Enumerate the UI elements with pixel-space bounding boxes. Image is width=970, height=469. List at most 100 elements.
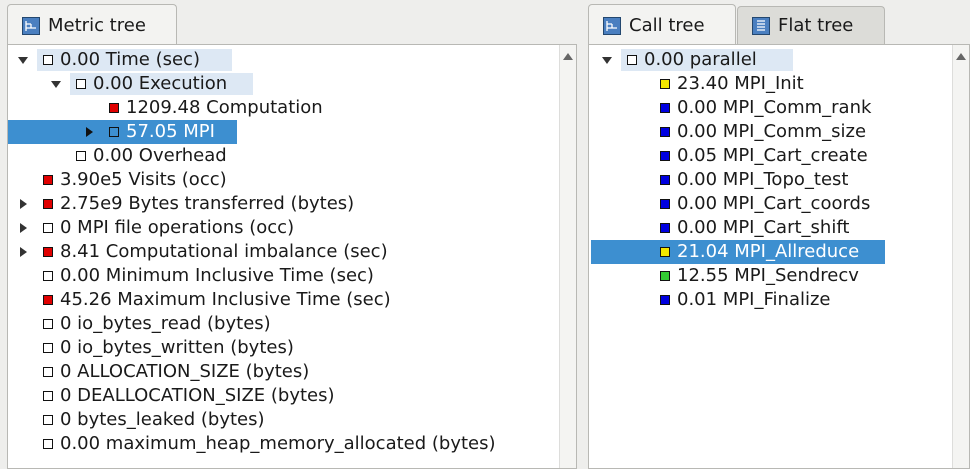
tree-row-label: 0 MPI file operations (occ) xyxy=(60,217,295,238)
hover-highlight xyxy=(37,49,232,71)
left-tree-row[interactable]: 0.00 Execution xyxy=(8,72,560,96)
right-tree-row[interactable]: 21.04 MPI_Allreduce xyxy=(589,240,953,264)
tab-label: Metric tree xyxy=(48,15,146,36)
severity-color-icon xyxy=(660,175,670,185)
expand-arrow-icon[interactable] xyxy=(17,240,29,264)
tree-row-label: 0.00 MPI_Comm_rank xyxy=(677,97,872,118)
tree-row-label: 45.26 Maximum Inclusive Time (sec) xyxy=(60,289,391,310)
call-tree-icon xyxy=(603,16,621,35)
left-tree-row[interactable]: 0 bytes_leaked (bytes) xyxy=(8,408,560,432)
severity-color-icon xyxy=(660,199,670,209)
severity-color-icon xyxy=(76,79,86,89)
tree-row-label: 23.40 MPI_Init xyxy=(677,73,804,94)
severity-color-icon xyxy=(43,391,53,401)
left-tree-row[interactable]: 0 io_bytes_read (bytes) xyxy=(8,312,560,336)
scroll-up-arrow-icon[interactable] xyxy=(563,53,573,60)
tree-row-label: 0.00 MPI_Cart_shift xyxy=(677,217,850,238)
tree-row-label: 0 ALLOCATION_SIZE (bytes) xyxy=(60,361,310,382)
severity-color-icon xyxy=(43,415,53,425)
tree-row-label: 0.00 maximum_heap_memory_allocated (byte… xyxy=(60,433,496,454)
tab-call-tree[interactable]: Call tree xyxy=(588,4,736,46)
right-tree-row[interactable]: 0.00 MPI_Cart_coords xyxy=(589,192,953,216)
left-tree-row[interactable]: 1209.48 Computation xyxy=(8,96,560,120)
severity-color-icon xyxy=(43,367,53,377)
right-tree-row[interactable]: 0.00 MPI_Comm_size xyxy=(589,120,953,144)
left-tree-row[interactable]: 57.05 MPI xyxy=(8,120,560,144)
tree-row-label: 2.75e9 Bytes transferred (bytes) xyxy=(60,193,355,214)
left-tree-row[interactable]: 0.00 Time (sec) xyxy=(8,48,560,72)
severity-color-icon xyxy=(76,151,86,161)
tree-row-label: 0.00 Execution xyxy=(93,73,228,94)
left-tree-row[interactable]: 8.41 Computational imbalance (sec) xyxy=(8,240,560,264)
flat-tree-icon xyxy=(752,16,770,35)
hover-highlight xyxy=(70,73,253,95)
severity-color-icon xyxy=(43,343,53,353)
right-tree-row[interactable]: 0.05 MPI_Cart_create xyxy=(589,144,953,168)
tree-row-label: 0 io_bytes_written (bytes) xyxy=(60,337,294,358)
tree-row-label: 0.00 Minimum Inclusive Time (sec) xyxy=(60,265,374,286)
tree-row-label: 8.41 Computational imbalance (sec) xyxy=(60,241,388,262)
severity-color-icon xyxy=(43,199,53,209)
tree-row-label: 0.05 MPI_Cart_create xyxy=(677,145,868,166)
severity-color-icon xyxy=(109,127,119,137)
left-tree-row[interactable]: 0 DEALLOCATION_SIZE (bytes) xyxy=(8,384,560,408)
tree-row-label: 0.00 MPI_Cart_coords xyxy=(677,193,871,214)
collapse-arrow-icon[interactable] xyxy=(50,72,62,96)
expand-arrow-icon[interactable] xyxy=(17,216,29,240)
expand-arrow-icon[interactable] xyxy=(17,192,29,216)
right-tree-row[interactable]: 23.40 MPI_Init xyxy=(589,72,953,96)
tree-row-label: 0 DEALLOCATION_SIZE (bytes) xyxy=(60,385,335,406)
severity-color-icon xyxy=(627,55,637,65)
tree-row-label: 0.00 MPI_Comm_size xyxy=(677,121,867,142)
right-tree-row[interactable]: 12.55 MPI_Sendrecv xyxy=(589,264,953,288)
tab-metric-tree[interactable]: Metric tree xyxy=(7,4,177,46)
severity-color-icon xyxy=(660,247,670,257)
expand-arrow-icon[interactable] xyxy=(83,120,95,144)
scroll-up-arrow-icon[interactable] xyxy=(956,53,966,60)
collapse-arrow-icon[interactable] xyxy=(17,48,29,72)
tab-flat-tree[interactable]: Flat tree xyxy=(737,6,885,44)
left-tree-row[interactable]: 0 ALLOCATION_SIZE (bytes) xyxy=(8,360,560,384)
tree-row-label: 0.00 parallel xyxy=(644,49,757,70)
call-tree-scrollbar[interactable] xyxy=(952,45,969,468)
severity-color-icon xyxy=(43,319,53,329)
left-tree-row[interactable]: 0 MPI file operations (occ) xyxy=(8,216,560,240)
tree-row-label: 21.04 MPI_Allreduce xyxy=(677,241,860,262)
selection-highlight xyxy=(591,240,885,264)
left-tree-row[interactable]: 2.75e9 Bytes transferred (bytes) xyxy=(8,192,560,216)
severity-color-icon xyxy=(43,223,53,233)
splitter[interactable] xyxy=(578,0,588,469)
metric-tree-icon xyxy=(22,16,40,35)
left-tree-row[interactable]: 3.90e5 Visits (occ) xyxy=(8,168,560,192)
tab-label: Call tree xyxy=(629,15,705,36)
selection-highlight xyxy=(8,120,237,144)
tree-row-label: 0.00 Time (sec) xyxy=(60,49,200,70)
right-tree-row[interactable]: 0.01 MPI_Finalize xyxy=(589,288,953,312)
right-tree-row[interactable]: 0.00 MPI_Comm_rank xyxy=(589,96,953,120)
left-tree-row[interactable]: 0 io_bytes_written (bytes) xyxy=(8,336,560,360)
severity-color-icon xyxy=(43,55,53,65)
right-tree-row[interactable]: 0.00 MPI_Cart_shift xyxy=(589,216,953,240)
tree-row-label: 0 bytes_leaked (bytes) xyxy=(60,409,265,430)
severity-color-icon xyxy=(43,175,53,185)
right-tree-row[interactable]: 0.00 MPI_Topo_test xyxy=(589,168,953,192)
severity-color-icon xyxy=(660,103,670,113)
severity-color-icon xyxy=(660,127,670,137)
tab-label: Flat tree xyxy=(778,15,854,36)
right-tree-row[interactable]: 0.00 parallel xyxy=(589,48,953,72)
left-tree-row[interactable]: 0.00 maximum_heap_memory_allocated (byte… xyxy=(8,432,560,456)
left-tree-row[interactable]: 0.00 Minimum Inclusive Time (sec) xyxy=(8,264,560,288)
tree-row-label: 57.05 MPI xyxy=(126,121,215,142)
severity-color-icon xyxy=(660,79,670,89)
severity-color-icon xyxy=(43,295,53,305)
metric-tree-scrollbar[interactable] xyxy=(559,45,576,468)
left-tree-row[interactable]: 0.00 Overhead xyxy=(8,144,560,168)
tree-row-label: 0 io_bytes_read (bytes) xyxy=(60,313,271,334)
left-tree-row[interactable]: 45.26 Maximum Inclusive Time (sec) xyxy=(8,288,560,312)
metric-tree-panel[interactable]: 0.00 maximum_heap_memory_allocated (byte… xyxy=(7,44,577,469)
collapse-arrow-icon[interactable] xyxy=(601,48,613,72)
tree-row-label: 0.00 Overhead xyxy=(93,145,227,166)
tree-row-label: 3.90e5 Visits (occ) xyxy=(60,169,227,190)
tree-row-label: 0.01 MPI_Finalize xyxy=(677,289,831,310)
